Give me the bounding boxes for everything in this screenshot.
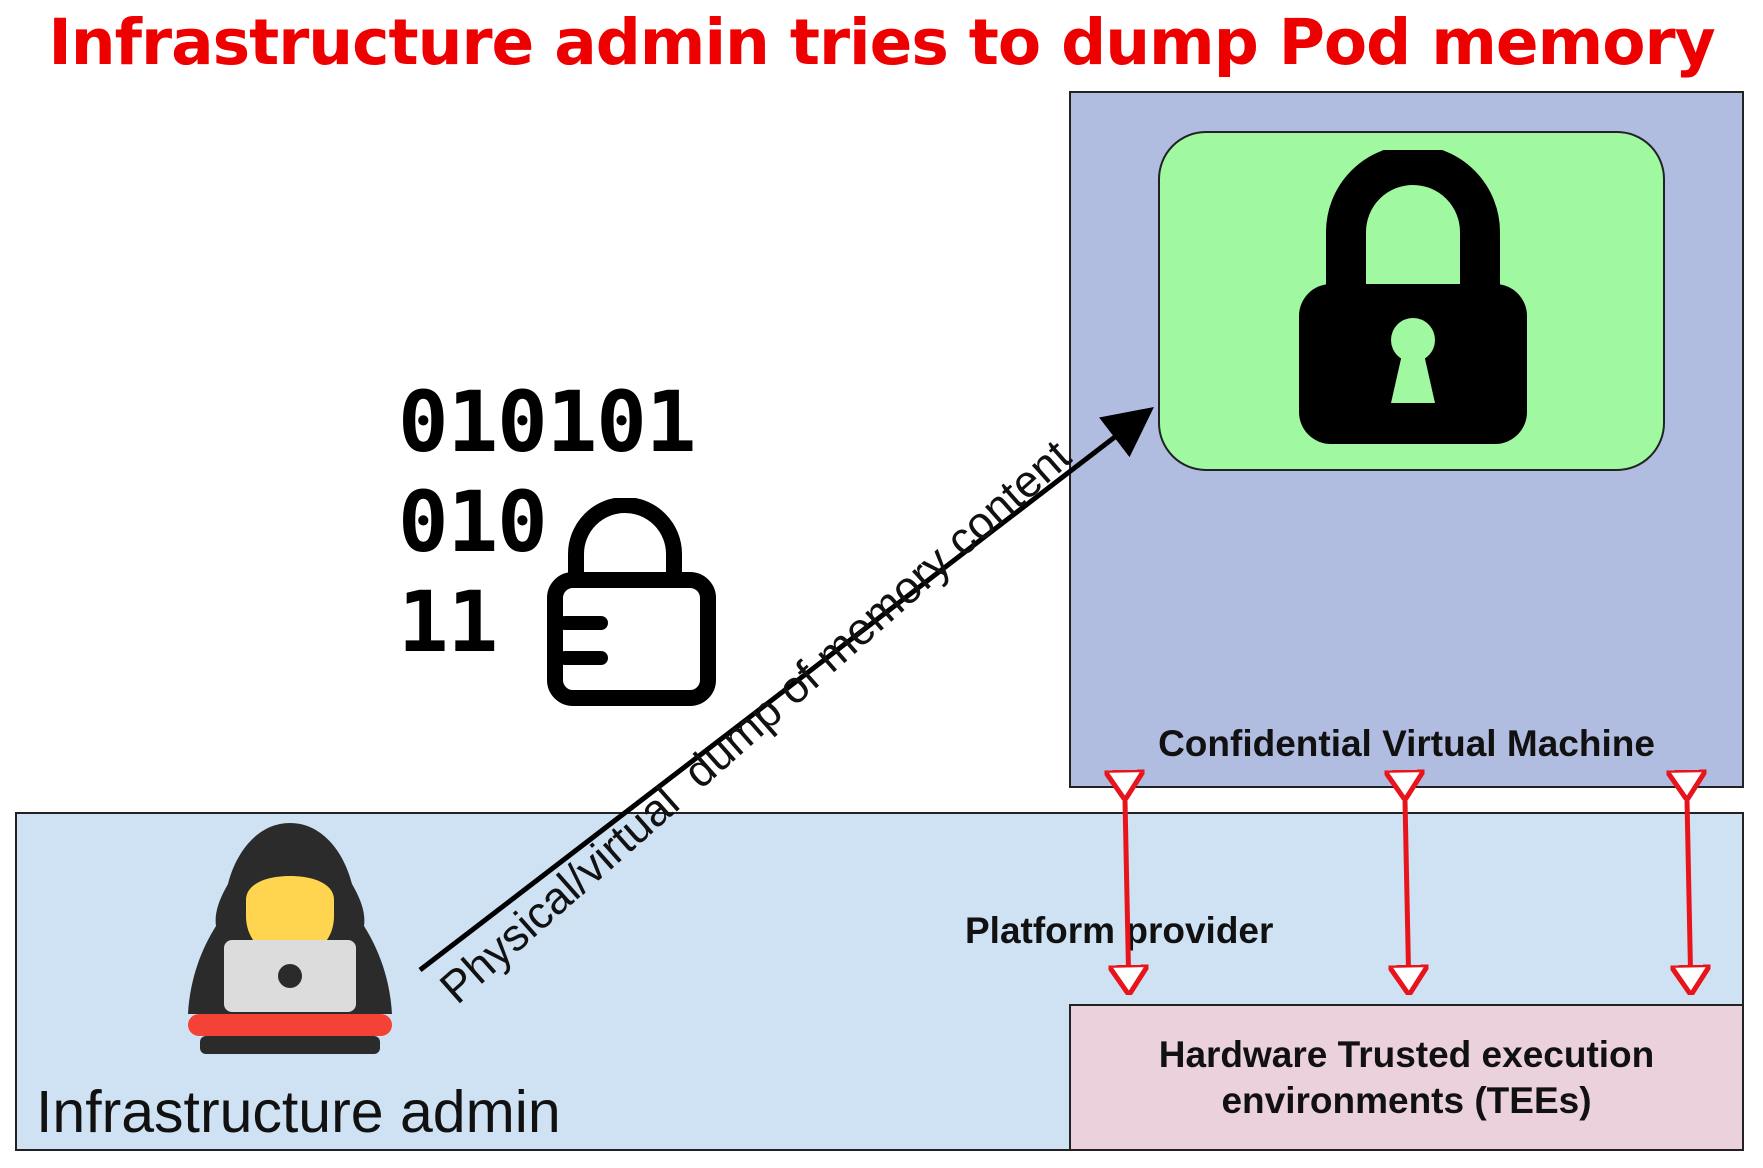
binary-row-2: 010: [398, 473, 548, 571]
tee-label-line1: Hardware Trusted execution: [1158, 1033, 1655, 1075]
tee-label-line2: environments (TEEs): [1221, 1079, 1592, 1121]
hacker-icon: [188, 823, 392, 1054]
tee-arrow-3: [1687, 800, 1691, 995]
diagram-title: Infrastructure admin tries to dump Pod m…: [48, 6, 1715, 79]
binary-row-3: 11: [398, 573, 498, 671]
tee-arrow-1: [1125, 800, 1129, 995]
dump-arrow: [418, 406, 1154, 972]
binary-row-1: 010101: [398, 373, 696, 471]
tee-box: Hardware Trusted execution environments …: [1069, 1004, 1744, 1151]
padlock-icon: [1299, 150, 1527, 444]
cvm-label: Confidential Virtual Machine: [1158, 723, 1655, 764]
admin-label: Infrastructure admin: [36, 1079, 561, 1145]
tee-arrow-2: [1405, 800, 1409, 995]
encrypted-data-icon: [547, 498, 716, 706]
